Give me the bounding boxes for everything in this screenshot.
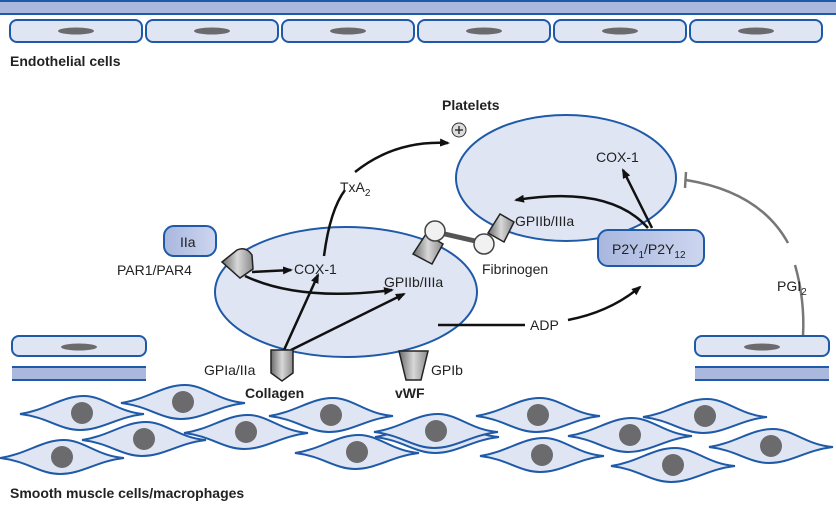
nucleus [194, 28, 230, 35]
nucleus [425, 420, 447, 442]
nucleus [619, 424, 641, 446]
nucleus [58, 28, 94, 35]
nucleus [602, 28, 638, 35]
membrane-band [0, 0, 836, 14]
nucleus [320, 404, 342, 426]
pgi2-label: PGI2 [777, 278, 807, 298]
smooth-muscle-label: Smooth muscle cells/macrophages [10, 485, 244, 501]
platelets-label: Platelets [442, 97, 500, 113]
txa2-label: TxA2 [340, 179, 371, 199]
nucleus [61, 344, 97, 351]
pgi2-line-lower [795, 265, 803, 336]
nucleus [51, 446, 73, 468]
nucleus [531, 444, 553, 466]
plus-icon [452, 123, 466, 137]
gp2b3a-right-label: GPIIb/IIIa [515, 213, 574, 229]
collagen-label: Collagen [245, 385, 304, 401]
gp1b-receptor-icon [399, 351, 428, 380]
arrow-adp-to-p2y [568, 287, 640, 320]
left-vessel-wall [12, 336, 146, 380]
top-vessel-wall [0, 0, 836, 42]
right-vessel-wall [695, 336, 829, 380]
gp1a2a-label: GPIa/IIa [204, 362, 256, 378]
gp1a2a-receptor-icon [271, 350, 293, 381]
nucleus [330, 28, 366, 35]
nucleus [172, 391, 194, 413]
gp2b3a-left-label: GPIIb/IIIa [384, 274, 443, 290]
inhibition-bar-icon [685, 172, 686, 188]
nucleus [760, 435, 782, 457]
nucleus [133, 428, 155, 450]
iia-label: IIa [180, 234, 196, 250]
endothelial-cells-label: Endothelial cells [10, 53, 121, 69]
nucleus [662, 454, 684, 476]
nucleus [694, 405, 716, 427]
nucleus [71, 402, 93, 424]
adp-label: ADP [530, 317, 559, 333]
membrane-band [12, 366, 146, 380]
nucleus [346, 441, 368, 463]
nucleus [738, 28, 774, 35]
gp1b-label: GPIb [431, 362, 463, 378]
arrow-txa2-to-platelets [355, 143, 448, 172]
fibrinogen-label: Fibrinogen [482, 261, 548, 277]
cox1-left-label: COX-1 [294, 261, 337, 277]
nucleus [235, 421, 257, 443]
vwf-label: vWF [395, 385, 425, 401]
cox1-right-label: COX-1 [596, 149, 639, 165]
nucleus [527, 404, 549, 426]
nucleus [744, 344, 780, 351]
membrane-band [695, 366, 829, 380]
nucleus [466, 28, 502, 35]
par-label: PAR1/PAR4 [117, 262, 192, 278]
